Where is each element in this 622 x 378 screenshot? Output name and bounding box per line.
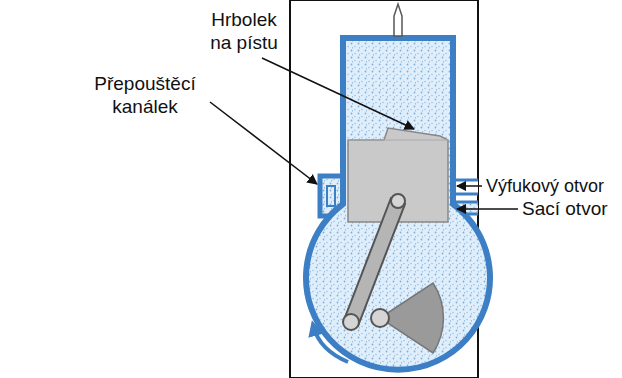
rotation-arrow (314, 328, 348, 362)
crank-pin (343, 314, 359, 330)
part-label: Výfukový otvor (486, 175, 604, 198)
leader-line (457, 208, 518, 210)
crankshaft (371, 309, 389, 327)
piston-ring (348, 140, 448, 141)
piston-pin (391, 194, 405, 208)
connecting-rod (344, 198, 405, 326)
leader-line (457, 185, 482, 187)
part-label: Hrbolek na pístu (200, 8, 288, 54)
intake-port-wall (453, 201, 478, 204)
exhaust-port-wall (453, 179, 478, 182)
exhaust-port (453, 180, 478, 194)
cylinder-crankcase (306, 38, 490, 370)
leader-line (210, 102, 317, 184)
piston (348, 128, 448, 222)
transfer-channel-inner (327, 186, 335, 206)
part-label: Přepouštěcí kanálek (82, 72, 208, 118)
leader-line (262, 58, 414, 129)
spark-plug (394, 4, 402, 36)
exhaust-port-wall (453, 193, 478, 196)
part-label: Sací otvor (522, 197, 608, 220)
